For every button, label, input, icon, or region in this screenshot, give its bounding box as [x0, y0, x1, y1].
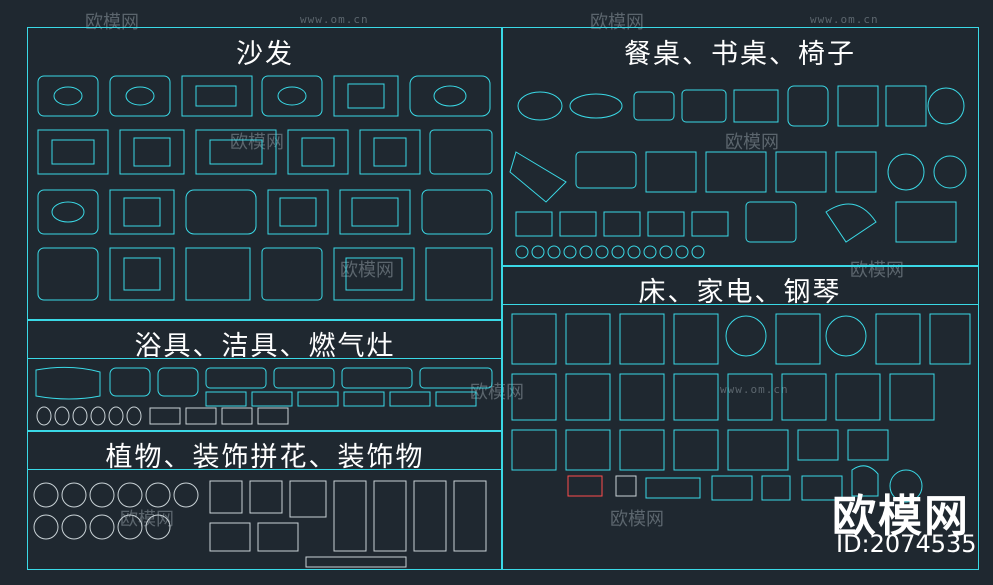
bath-divider — [28, 358, 502, 359]
brand-id: ID:2074535 — [836, 530, 977, 558]
watermark-logo: 欧模网 — [610, 509, 664, 530]
watermark-logo: 欧模网 — [725, 132, 779, 153]
watermark-url: www.om.cn — [720, 383, 789, 396]
tables-blocks-art — [509, 85, 967, 259]
beds-divider — [502, 304, 978, 305]
plants-divider — [28, 469, 502, 470]
bath-panel: 浴具、洁具、燃气灶 — [27, 319, 503, 432]
sofa-panel: 沙发 — [27, 27, 503, 321]
tables-title: 餐桌、书桌、椅子 — [624, 39, 856, 70]
beds-title: 床、家电、钢琴 — [638, 277, 842, 308]
watermark-url: www.om.cn — [300, 13, 369, 26]
bath-blocks-art — [35, 366, 493, 426]
watermark-logo: 欧模网 — [230, 132, 284, 153]
plants-blocks-art — [33, 480, 487, 568]
watermark-logo: 欧模网 — [120, 509, 174, 530]
beds-blocks-art — [511, 313, 971, 503]
watermark-url: www.om.cn — [810, 13, 879, 26]
sofa-blocks-art — [37, 75, 493, 301]
brand-logo: 欧模网 — [832, 491, 970, 542]
tables-panel: 餐桌、书桌、椅子 — [501, 27, 979, 267]
bath-title: 浴具、洁具、燃气灶 — [134, 331, 396, 362]
beds-panel: 床、家电、钢琴 — [501, 265, 979, 570]
plants-title: 植物、装饰拼花、装饰物 — [105, 442, 425, 473]
plants-panel: 植物、装饰拼花、装饰物 — [27, 430, 503, 570]
watermark-logo: 欧模网 — [470, 382, 524, 403]
watermark-logo: 欧模网 — [340, 260, 394, 281]
sofa-title: 沙发 — [236, 39, 294, 70]
